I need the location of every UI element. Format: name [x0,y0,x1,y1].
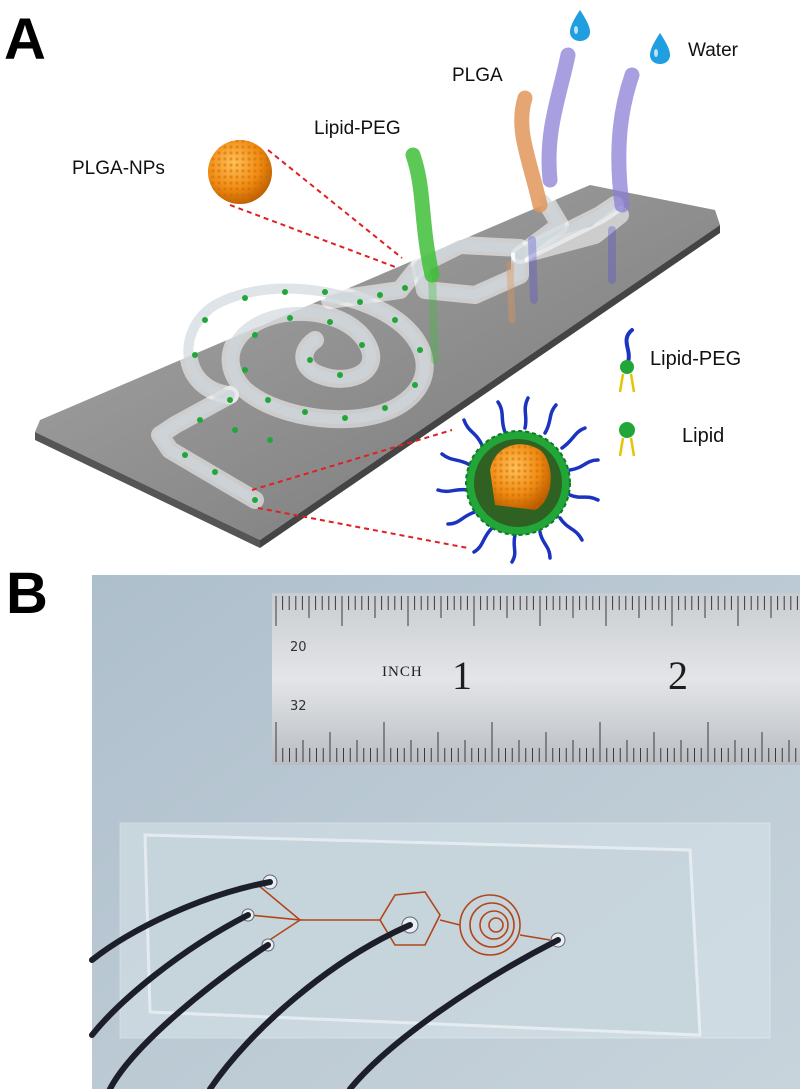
ruler-ticks [275,596,798,762]
microfluidic-channels [151,191,629,509]
lipid-peg-legend-icon [618,328,636,393]
lipid-dots [182,285,423,503]
plga-np-sphere-icon [208,140,272,204]
water-inlet-label: Water [688,40,738,61]
lipid-peg-nanoparticle-icon [436,396,600,564]
panel-b-letter: B [6,561,48,626]
plga-nps-label: PLGA-NPs [72,158,165,179]
lipid-legend-icon [618,422,636,457]
legend-lipid-peg-label: Lipid-PEG [650,348,742,370]
water-drop-icon-2 [650,33,670,64]
ruler-top-scale: 20 [290,640,307,655]
chip-photo [89,575,800,1089]
water-drop-icon [570,10,590,41]
ruler-mark-1: 1 [452,653,472,698]
legend-lipid-label: Lipid [682,425,725,447]
lipid-peg-inlet-label: Lipid-PEG [314,118,401,139]
ruler-unit: INCH [382,664,423,680]
zoom-lines [229,149,469,549]
panel-a-letter: A [4,7,46,72]
inlet-tubes [405,47,640,364]
ruler-bottom-scale: 32 [290,699,307,714]
ruler-mark-2: 2 [668,653,688,698]
plga-inlet-label: PLGA [452,65,503,86]
